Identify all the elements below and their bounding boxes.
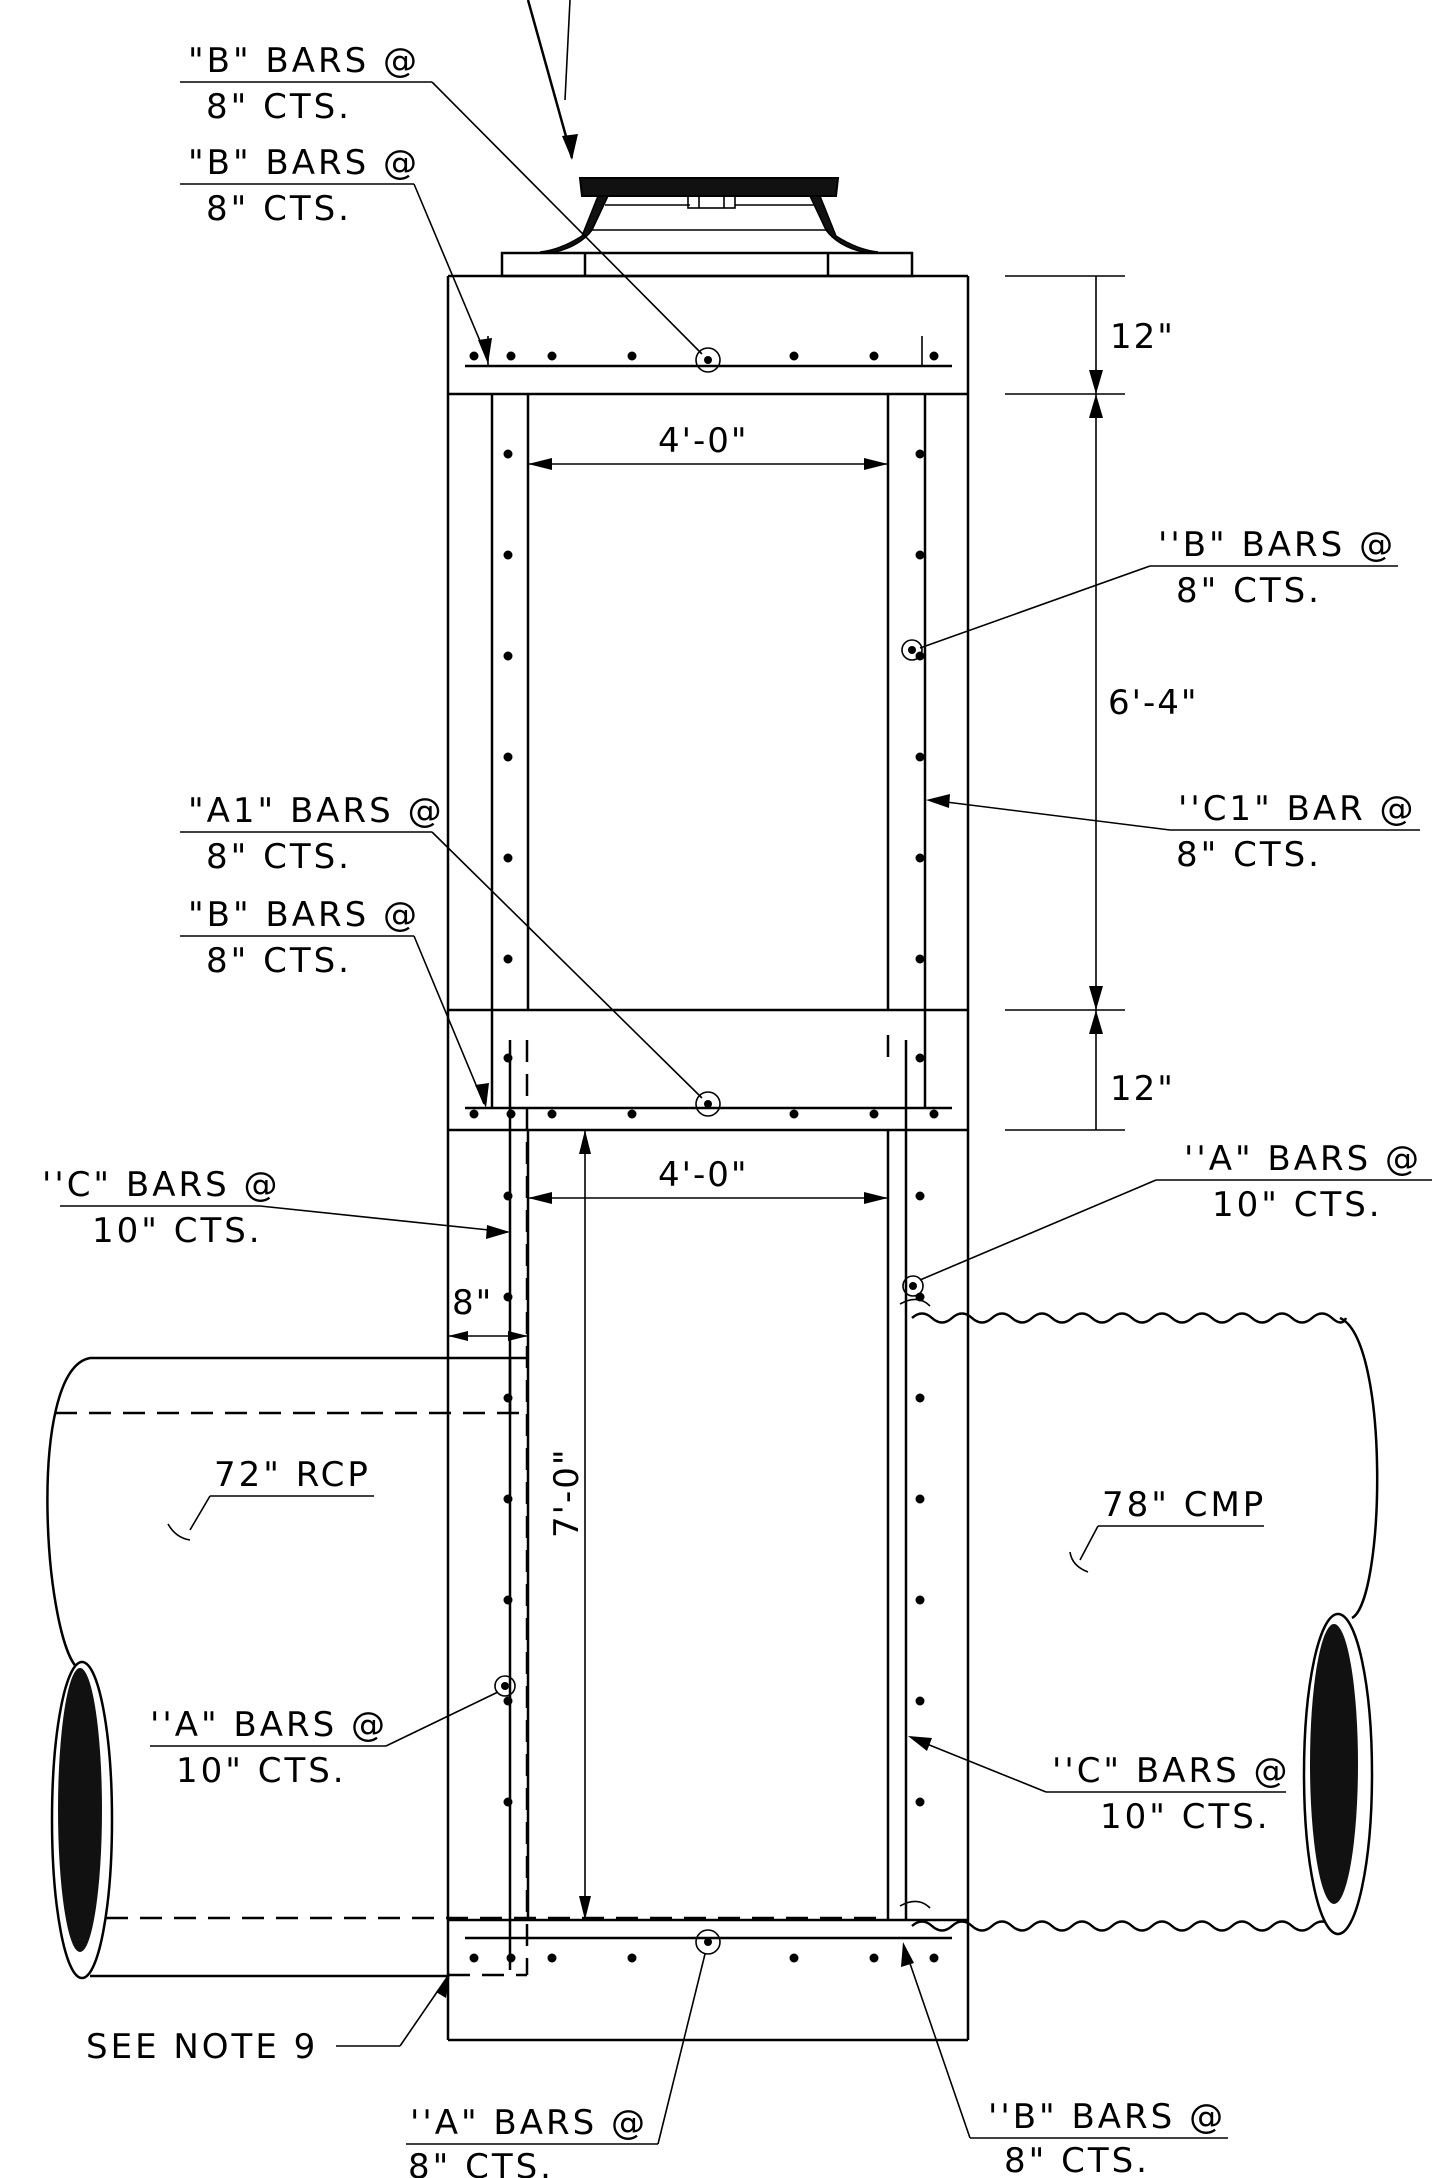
- label-c-bars-left: ''C" BARS @: [42, 1165, 280, 1205]
- label-cmp-pipe: 78" CMP: [1102, 1485, 1266, 1525]
- rebar-dot: [503, 1696, 513, 1706]
- rebar-dot: [503, 1292, 513, 1302]
- rebar-dot: [503, 1797, 513, 1807]
- rebar-dot: [915, 449, 925, 459]
- label-b-bars-top-2: "B" BARS @: [188, 143, 420, 183]
- label-b-bars-top-1: "B" BARS @: [188, 41, 420, 81]
- label-a1-bars-left: "A1" BARS @: [188, 791, 445, 831]
- dim-upper-width: 4'-0": [658, 421, 749, 461]
- rebar-dot: [503, 1595, 513, 1605]
- rebar-dot: [627, 1109, 637, 1119]
- dimensions: 12" 6'-4" 12" 4'-0" 4'-0" 7'-0" 8": [448, 275, 1199, 1920]
- rebar-dot: [869, 1953, 879, 1963]
- rebar-dot: [469, 1109, 479, 1119]
- dim-lower-width: 4'-0": [658, 1155, 749, 1195]
- label-c1-bar-right-spacing: 8" CTS.: [1176, 835, 1322, 875]
- callouts: "B" BARS @ 8" CTS. "B" BARS @ 8" CTS. ''…: [42, 41, 1432, 2178]
- rebar-dot: [915, 1696, 925, 1706]
- label-a-bars-bottom: ''A" BARS @: [410, 2103, 648, 2143]
- rebar-dot: [503, 954, 513, 964]
- dim-top-slab: 12": [1110, 317, 1175, 357]
- rebar-dot: [506, 1109, 516, 1119]
- rebar-dot: [915, 954, 925, 964]
- rebar-dot: [915, 853, 925, 863]
- rebar-dots: [469, 351, 939, 1963]
- rebar-dot: [547, 1953, 557, 1963]
- label-b-bars-right-spacing: 8" CTS.: [1176, 571, 1322, 611]
- label-b-bars-top-2-spacing: 8" CTS.: [206, 189, 352, 229]
- label-b-bars-bottom-spacing: 8" CTS.: [1004, 2141, 1150, 2178]
- rebar-dot: [503, 1053, 513, 1063]
- label-b-bars-mid-left: "B" BARS @: [188, 895, 420, 935]
- cover-leader: [526, 0, 574, 159]
- rebar-dot: [627, 351, 637, 361]
- label-a-bars-bottom-spacing: 8" CTS.: [408, 2147, 554, 2178]
- rebar-dot: [503, 550, 513, 560]
- rebar-dot: [869, 1109, 879, 1119]
- dim-lower-height: 7'-0": [547, 1447, 587, 1538]
- rebar-dot: [915, 1393, 925, 1403]
- label-c1-bar-right: ''C1" BAR @: [1178, 789, 1417, 829]
- rebar-dot: [915, 1191, 925, 1201]
- rebar-dot: [503, 853, 513, 863]
- circled-bars: [494, 347, 924, 1955]
- label-b-bars-mid-left-spacing: 8" CTS.: [206, 941, 352, 981]
- rebar-dot: [869, 351, 879, 361]
- rebar-dot: [915, 752, 925, 762]
- rebar-dot: [503, 1494, 513, 1504]
- rebar-dot: [789, 351, 799, 361]
- label-see-note-9: SEE NOTE 9: [86, 2027, 318, 2067]
- label-a-bars-right-spacing: 10" CTS.: [1212, 1185, 1383, 1225]
- label-a-bars-left: ''A" BARS @: [150, 1705, 388, 1745]
- rebar-dot: [506, 1953, 516, 1963]
- rebar-dot: [929, 1953, 939, 1963]
- label-c-bars-left-spacing: 10" CTS.: [92, 1211, 263, 1251]
- rebar-dot: [547, 1109, 557, 1119]
- structure-outline: [446, 274, 970, 2042]
- label-c-bars-right-spacing: 10" CTS.: [1100, 1797, 1271, 1837]
- manhole-cover: [578, 177, 840, 197]
- rebar-dot: [469, 351, 479, 361]
- rebar-dot: [915, 1595, 925, 1605]
- rebar-dot: [503, 651, 513, 661]
- label-b-bars-right: ''B" BARS @: [1158, 525, 1396, 565]
- label-a-bars-right: ''A" BARS @: [1184, 1139, 1422, 1179]
- frame-base: [500, 251, 914, 278]
- rebar-dot: [503, 449, 513, 459]
- rebar-dot: [929, 351, 939, 361]
- rebar-dot: [789, 1953, 799, 1963]
- dim-upper-height: 6'-4": [1108, 683, 1199, 723]
- rebar-dot: [547, 351, 557, 361]
- rebar-dot: [915, 1797, 925, 1807]
- rebar-dot: [915, 1494, 925, 1504]
- rebar-dot: [929, 1109, 939, 1119]
- rcp-pipe-left: [46, 1356, 888, 1980]
- rebar-dot: [469, 1953, 479, 1963]
- rebar-dot: [503, 1191, 513, 1201]
- rebar-dot: [789, 1109, 799, 1119]
- label-rcp-pipe: 72" RCP: [214, 1455, 371, 1495]
- dim-mid-slab: 12": [1110, 1069, 1175, 1109]
- label-b-bars-top-1-spacing: 8" CTS.: [206, 87, 352, 127]
- rebar-dot: [915, 1053, 925, 1063]
- rebar-dot: [503, 752, 513, 762]
- label-c-bars-right: ''C" BARS @: [1052, 1751, 1290, 1791]
- rebar-dot: [915, 550, 925, 560]
- label-a-bars-left-spacing: 10" CTS.: [176, 1751, 347, 1791]
- rebar-dot: [627, 1953, 637, 1963]
- cmp-pipe-right: [899, 1298, 1379, 1936]
- label-b-bars-bottom: ''B" BARS @: [988, 2097, 1226, 2137]
- manhole-frame-and-cover: [500, 0, 914, 278]
- label-a1-bars-left-spacing: 8" CTS.: [206, 837, 352, 877]
- dim-wall: 8": [452, 1283, 493, 1323]
- rebar-dot: [506, 351, 516, 361]
